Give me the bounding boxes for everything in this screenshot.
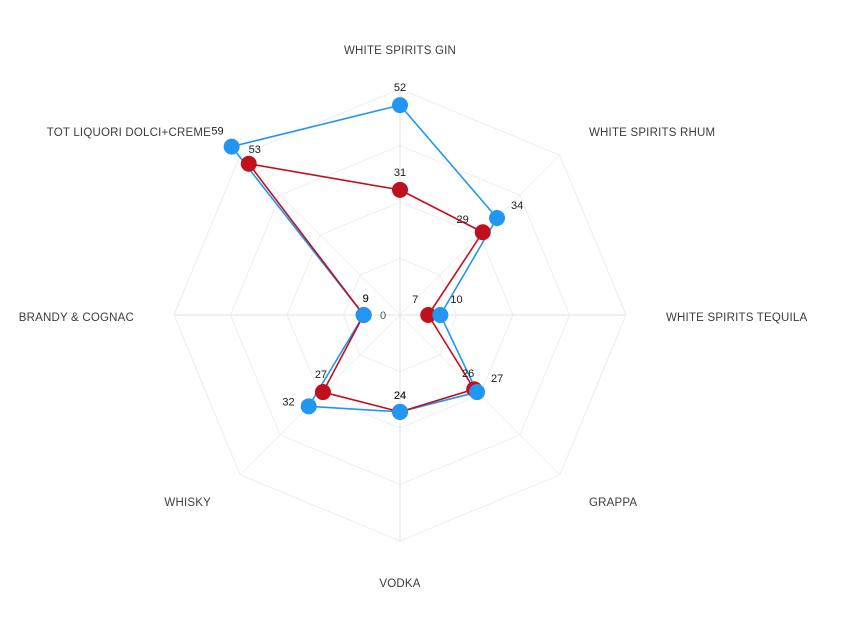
data-point-label: 31 bbox=[394, 167, 406, 179]
data-point-label: 59 bbox=[211, 126, 223, 138]
axis-label-tot-liquori-dolci-creme: TOT LIQUORI DOLCI+CREME bbox=[47, 127, 211, 139]
data-point-marker bbox=[240, 155, 257, 172]
radial-axis-zero-tick: 0 bbox=[380, 310, 386, 322]
data-point-marker bbox=[314, 384, 331, 401]
data-point-marker bbox=[223, 138, 240, 155]
axis-label-white-spirits-tequila: WHITE SPIRITS TEQUILA bbox=[666, 312, 807, 324]
axis-label-white-spirits-rhum: WHITE SPIRITS RHUM bbox=[589, 127, 715, 139]
data-point-label: 9 bbox=[363, 293, 369, 305]
series-line-series-red bbox=[247, 162, 484, 413]
axis-label-layer: WHITE SPIRITS GIN WHITE SPIRITS RHUM WHITE… bbox=[19, 45, 808, 590]
data-point-label: 24 bbox=[394, 390, 406, 402]
data-point-label: 26 bbox=[462, 368, 474, 380]
data-point-label: 53 bbox=[249, 144, 261, 156]
axis-label-brandy-cognac: BRANDY & COGNAC bbox=[19, 312, 134, 324]
data-point-marker bbox=[469, 384, 486, 401]
axis-label-vodka: VODKA bbox=[379, 578, 420, 590]
data-point-marker bbox=[420, 307, 437, 323]
data-point-label: 9 bbox=[363, 293, 369, 305]
data-point-label: 27 bbox=[491, 373, 503, 385]
data-point-label: 52 bbox=[394, 82, 406, 94]
data-point-label: 10 bbox=[450, 294, 462, 306]
data-point-marker bbox=[489, 209, 506, 226]
series-line-series-blue bbox=[230, 104, 498, 413]
data-point-marker bbox=[392, 181, 408, 198]
data-point-label: 27 bbox=[315, 369, 327, 381]
data-point-marker bbox=[355, 307, 372, 323]
data-point-label: 24 bbox=[394, 390, 406, 402]
data-point-marker bbox=[474, 224, 491, 241]
spoke-layer bbox=[174, 89, 626, 541]
axis-label-whisky: WHISKY bbox=[164, 497, 211, 509]
data-point-marker bbox=[392, 403, 408, 420]
axis-label-white-spirits-gin: WHITE SPIRITS GIN bbox=[344, 45, 456, 57]
axis-label-grappa: GRAPPA bbox=[589, 497, 637, 509]
data-point-marker bbox=[392, 97, 408, 114]
data-point-label: 34 bbox=[511, 200, 523, 212]
data-point-marker bbox=[432, 307, 449, 323]
data-point-marker bbox=[300, 398, 317, 415]
data-point-label: 7 bbox=[412, 294, 418, 306]
data-point-label: 29 bbox=[457, 214, 469, 226]
marker-layer bbox=[223, 97, 506, 420]
grid-spoke bbox=[239, 154, 401, 316]
series-layer bbox=[230, 104, 498, 413]
data-point-label: 32 bbox=[282, 396, 294, 408]
